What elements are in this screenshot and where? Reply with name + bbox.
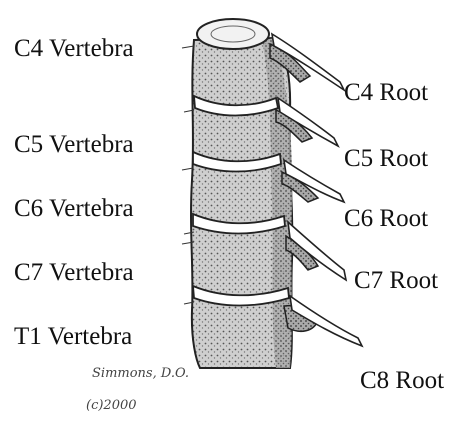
c8-root-label: C8 Root (360, 367, 445, 394)
c6-root-nerve (282, 158, 346, 204)
c7-root-nerve (286, 219, 348, 282)
c6-root-label: C6 Root (344, 205, 429, 232)
intervertebral-discs (191, 94, 290, 307)
c5-vertebra-label: C5 Vertebra (14, 131, 134, 158)
c7-root-label: C7 Root (354, 267, 439, 294)
c4-vertebra-label: C4 Vertebra (14, 35, 134, 62)
copyright-notice: (c)2000 (86, 398, 137, 413)
c5-root-label: C5 Root (344, 145, 429, 172)
c4-root-nerve (270, 32, 347, 93)
c4-vertebra-top (196, 18, 270, 50)
nerve-roots (270, 32, 364, 348)
c5-root-nerve (276, 96, 340, 148)
vertebral-column (190, 36, 294, 369)
c6-vertebra-label: C6 Vertebra (14, 195, 134, 222)
edge-hatching (181, 45, 195, 305)
t1-vertebra-label: T1 Vertebra (14, 323, 133, 350)
c7-vertebra-label: C7 Vertebra (14, 259, 134, 286)
c4-root-label: C4 Root (344, 79, 429, 106)
artist-signature: Simmons, D.O. (92, 366, 189, 381)
c8-root-nerve (288, 294, 364, 348)
